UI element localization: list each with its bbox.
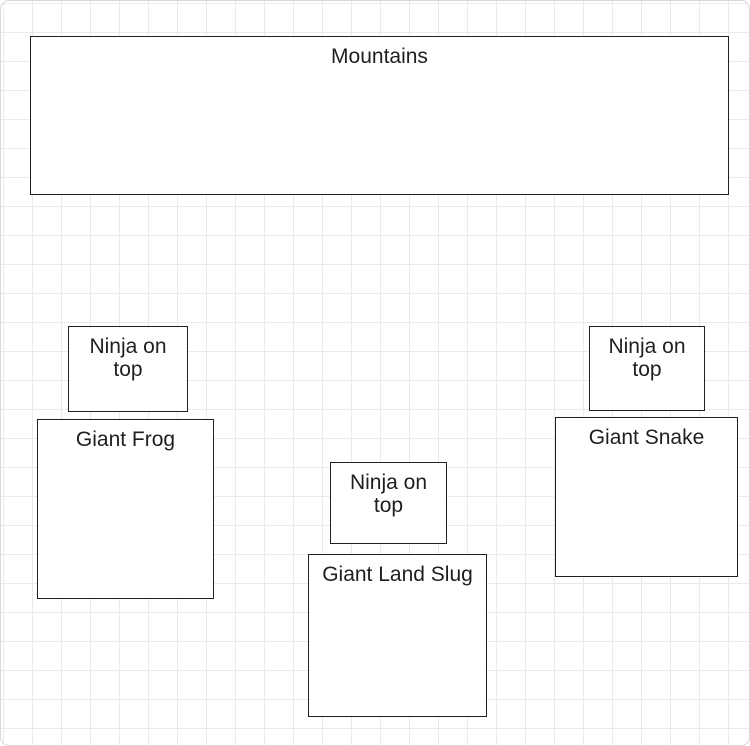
shape-ninja-on-top-frog[interactable]: Ninja on top	[68, 326, 188, 412]
shape-giant-land-slug-label: Giant Land Slug	[322, 563, 473, 586]
shape-ninja-on-top-slug-label: Ninja on top	[349, 471, 428, 517]
shape-giant-frog-label: Giant Frog	[75, 428, 176, 451]
shape-giant-snake-label: Giant Snake	[588, 426, 705, 449]
shape-ninja-on-top-frog-label: Ninja on top	[89, 335, 167, 381]
shape-mountains-label: Mountains	[331, 45, 428, 68]
shape-giant-snake[interactable]: Giant Snake	[555, 417, 738, 577]
shape-ninja-on-top-snake[interactable]: Ninja on top	[589, 326, 705, 411]
shape-giant-frog[interactable]: Giant Frog	[37, 419, 214, 599]
shape-giant-land-slug[interactable]: Giant Land Slug	[308, 554, 487, 717]
shape-ninja-on-top-slug[interactable]: Ninja on top	[330, 462, 447, 544]
shape-mountains[interactable]: Mountains	[30, 36, 729, 195]
shape-ninja-on-top-snake-label: Ninja on top	[608, 335, 686, 381]
